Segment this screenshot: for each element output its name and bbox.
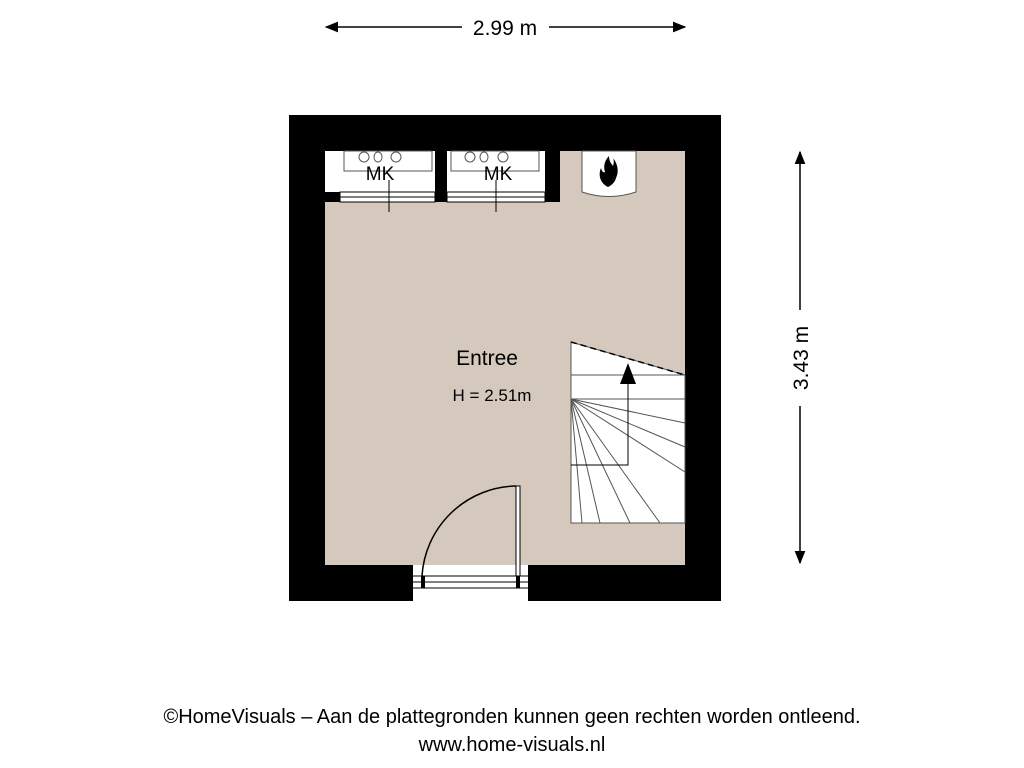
width-dimension: 2.99 m bbox=[324, 17, 687, 40]
meter-cabinet-right-label: MK bbox=[484, 164, 513, 185]
stair-direction-arrow bbox=[620, 363, 636, 384]
website-url: www.home-visuals.nl bbox=[418, 734, 606, 756]
width-label: 2.99 m bbox=[473, 17, 537, 40]
copyright-notice: ©HomeVisuals – Aan de plattegronden kunn… bbox=[163, 706, 861, 728]
room-height: H = 2.51m bbox=[453, 386, 532, 405]
cabinet-divider-wall bbox=[435, 151, 447, 202]
meter-cabinet-right: MK bbox=[446, 150, 546, 212]
staircase bbox=[570, 341, 686, 524]
boiler bbox=[581, 150, 637, 197]
cabinet-end-wall bbox=[545, 151, 560, 202]
meter-cabinet-left-label: MK bbox=[366, 164, 395, 185]
height-label: 3.43 m bbox=[790, 326, 813, 390]
flame-icon bbox=[599, 156, 618, 187]
room-name: Entree bbox=[456, 347, 518, 370]
entrance-door bbox=[413, 485, 528, 601]
meter-cabinet-left: MK bbox=[325, 150, 436, 212]
height-dimension: 3.43 m bbox=[790, 150, 813, 565]
